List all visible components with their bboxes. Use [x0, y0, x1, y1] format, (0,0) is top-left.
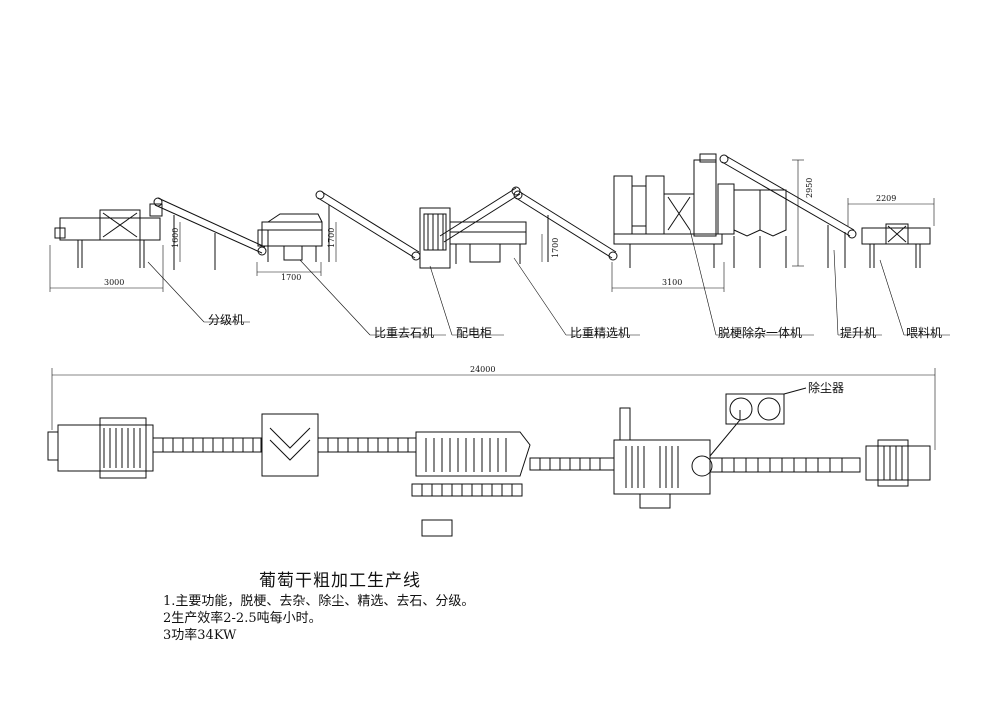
gravity-plan	[411, 431, 531, 497]
label-cabinet: 配电柜	[456, 326, 492, 340]
control-box-plan	[421, 519, 453, 537]
conveyor-plan-3	[529, 457, 615, 471]
label-destemmer: 脱梗除杂一体机	[718, 325, 802, 340]
elevation-view: 3000 1600 1700 1700 1700 3100 2950 2209 …	[49, 153, 950, 340]
dim-destoner-width: 1700	[281, 273, 301, 282]
classifier-plan	[47, 417, 154, 479]
dust-collector	[725, 387, 807, 425]
note-1: 1.主要功能，脱梗、去杂、除尘、精选、去石、分级。	[163, 594, 475, 609]
destoner-plan	[261, 413, 319, 477]
dim-destemmer-height: 2950	[805, 178, 814, 198]
dim-destemmer-width: 3100	[662, 278, 682, 287]
destemmer-machine	[613, 153, 787, 268]
label-classifier: 分级机	[208, 313, 244, 327]
conveyor-plan-1	[152, 437, 262, 453]
machine-labels: 分级机 比重去石机 配电柜 比重精选机 脱梗除杂一体机 提升机 喂料机	[208, 313, 942, 340]
notes-block: 葡萄干粗加工生产线 1.主要功能，脱梗、去杂、除尘、精选、去石、分级。 2生产效…	[163, 573, 683, 644]
overall-dimension	[51, 368, 936, 450]
destoner-machine	[257, 213, 323, 262]
label-gravity-separator: 比重精选机	[570, 326, 630, 340]
conveyor-2	[315, 190, 421, 262]
label-destoner: 比重去石机	[374, 326, 434, 340]
label-feeder: 喂料机	[906, 326, 942, 340]
dim-classifier-width: 3000	[104, 278, 124, 287]
dim-classifier-height: 1600	[171, 228, 180, 248]
classifier-machine	[54, 203, 163, 268]
note-3: 3功率34KW	[163, 628, 237, 643]
dimension-lines	[49, 159, 935, 292]
conveyor-1	[153, 197, 267, 270]
conveyor-plan-2	[317, 437, 417, 453]
conveyor-plan-4	[709, 457, 861, 473]
plan-view: 24000	[47, 365, 936, 537]
dim-destoner-height: 1700	[327, 228, 336, 248]
dim-gravity-height: 1700	[551, 238, 560, 258]
note-2: 2生产效率2-2.5吨每小时。	[163, 611, 322, 626]
label-dust-collector: 除尘器	[808, 380, 844, 395]
feeder-plan	[865, 439, 931, 487]
conveyor-3	[513, 190, 618, 262]
label-elevator: 提升机	[840, 325, 876, 340]
label-leaders	[147, 229, 950, 336]
dimension-texts: 3000 1600 1700 1700 1700 3100 2950 2209	[104, 178, 896, 287]
dim-total-length: 24000	[470, 365, 495, 374]
drawing-title: 葡萄干粗加工生产线	[259, 571, 421, 591]
cabinet-and-gravity-machine	[419, 186, 527, 269]
dim-feeder-width: 2209	[876, 194, 896, 203]
elevator-conveyor	[719, 154, 857, 268]
feeder-machine	[861, 223, 931, 268]
